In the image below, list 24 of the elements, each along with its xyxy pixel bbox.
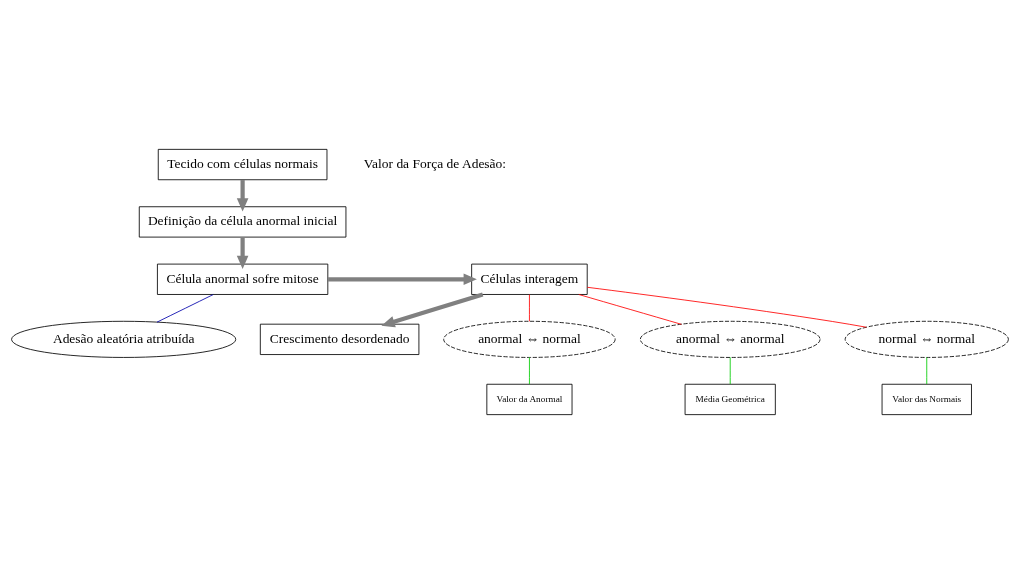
node-box: Média Geométrica	[684, 383, 776, 416]
node-box: Valor da Anormal	[486, 383, 573, 416]
node-ellipse: anormal ⇔ anormal	[639, 320, 821, 358]
node-box: Tecido com células normais	[157, 148, 328, 181]
connector	[926, 357, 928, 385]
connector	[586, 286, 867, 328]
connector	[729, 357, 731, 385]
node-box: Células interagem	[471, 263, 588, 295]
arrow	[328, 273, 477, 286]
node-box: Célula anormal sofre mitose	[157, 263, 329, 295]
connector	[529, 294, 530, 322]
connector	[529, 357, 530, 385]
arrow	[236, 237, 249, 269]
arrow	[236, 180, 249, 212]
connector	[156, 294, 214, 323]
node-ellipse: normal ⇔ normal	[844, 320, 1009, 358]
arrow	[381, 292, 484, 328]
node-ellipse: Adesão aleatória atribuída	[11, 320, 237, 358]
connector	[578, 294, 682, 325]
label: Valor da Força de Adesão:	[363, 155, 507, 171]
node-box: Crescimento desordenado	[259, 323, 420, 355]
node-ellipse: anormal ⇔ normal	[443, 320, 616, 358]
node-box: Valor das Normais	[881, 383, 972, 416]
node-box: Definição da célula anormal inicial	[138, 206, 347, 238]
